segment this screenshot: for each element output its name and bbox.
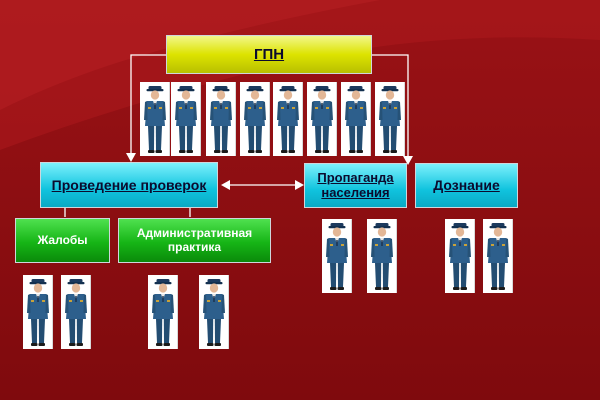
admin-practice-label: Административная практика <box>136 225 253 254</box>
gpn-top-box: ГПН <box>166 35 372 74</box>
officer-icon <box>206 82 236 156</box>
inspections-box: Проведение проверок <box>40 162 218 208</box>
complaints-box: Жалобы <box>15 218 110 263</box>
officer-icon <box>483 219 513 293</box>
gpn-label: ГПН <box>253 45 285 63</box>
complaints-label: Жалобы <box>37 232 88 247</box>
officer-icon <box>341 82 371 156</box>
officer-icon <box>61 275 91 349</box>
officer-icon <box>307 82 337 156</box>
officer-icon <box>199 275 229 349</box>
officer-icon <box>445 219 475 293</box>
inspections-label: Проведение проверок <box>51 176 207 193</box>
inquiry-label: Дознание <box>433 177 500 194</box>
officer-icon <box>273 82 303 156</box>
propaganda-box: Пропаганда населения <box>304 163 407 208</box>
officer-icon <box>375 82 405 156</box>
officer-icon <box>240 82 270 156</box>
officer-icon <box>23 275 53 349</box>
officer-icon <box>171 82 201 156</box>
officer-icon <box>148 275 178 349</box>
propaganda-label: Пропаганда населения <box>317 169 394 200</box>
officer-icon <box>140 82 170 156</box>
admin-practice-box: Административная практика <box>118 218 271 263</box>
officer-icon <box>367 219 397 293</box>
inquiry-box: Дознание <box>415 163 518 208</box>
officer-icon <box>322 219 352 293</box>
